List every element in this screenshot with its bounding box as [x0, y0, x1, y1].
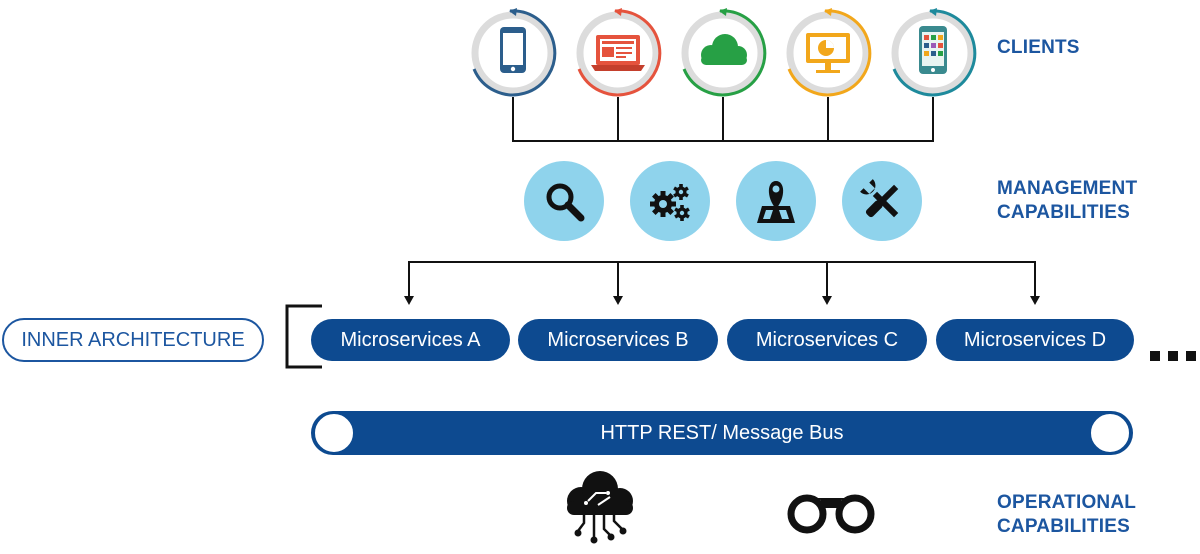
microservice-a[interactable]: Microservices A [311, 319, 510, 361]
management-search[interactable] [524, 161, 604, 241]
microservice-d[interactable]: Microservices D [936, 319, 1134, 361]
ellipsis-dot [1186, 351, 1196, 361]
clients-label: CLIENTS [997, 37, 1080, 58]
bus-right-end-cap [1090, 413, 1130, 453]
management-location[interactable] [736, 161, 816, 241]
microservice-arrows [404, 261, 1040, 305]
gears-icon [650, 184, 690, 221]
microservice-c[interactable]: Microservices C [727, 319, 927, 361]
tools-icon [860, 179, 899, 218]
client-connector-lines [512, 97, 934, 142]
magnifier-icon [546, 183, 585, 222]
ellipsis-dot [1168, 351, 1178, 361]
tablet-apps-icon [919, 26, 947, 74]
laptop-icon [591, 35, 645, 71]
bus-left-end-cap [314, 413, 354, 453]
management-label-line1: MANAGEMENT [997, 178, 1138, 199]
operational-label-line1: OPERATIONAL [997, 492, 1137, 513]
smartphone-icon [500, 27, 526, 73]
inner-architecture-button[interactable]: INNER ARCHITECTURE [2, 318, 264, 362]
client-smartphone[interactable] [471, 8, 557, 97]
inner-architecture-bracket [285, 304, 322, 369]
management-settings[interactable] [630, 161, 710, 241]
client-monitor[interactable] [786, 8, 872, 97]
ellipsis-dot [1150, 351, 1160, 361]
client-cloud[interactable] [681, 8, 767, 97]
management-tools[interactable] [842, 161, 922, 241]
map-pin-icon [757, 181, 795, 223]
client-laptop[interactable] [576, 8, 662, 97]
client-tablet[interactable] [891, 8, 977, 97]
management-label-line2: CAPABILITIES [997, 202, 1130, 223]
microservice-b[interactable]: Microservices B [518, 319, 718, 361]
cloud-icon [701, 34, 747, 65]
cloud-circuit-icon [567, 471, 633, 544]
operational-label-line2: CAPABILITIES [997, 516, 1130, 537]
binoculars-icon [787, 494, 875, 534]
monitor-chart-icon [806, 33, 850, 73]
more-microservices-ellipsis [1150, 351, 1196, 361]
message-bus[interactable]: HTTP REST/ Message Bus [311, 411, 1133, 455]
